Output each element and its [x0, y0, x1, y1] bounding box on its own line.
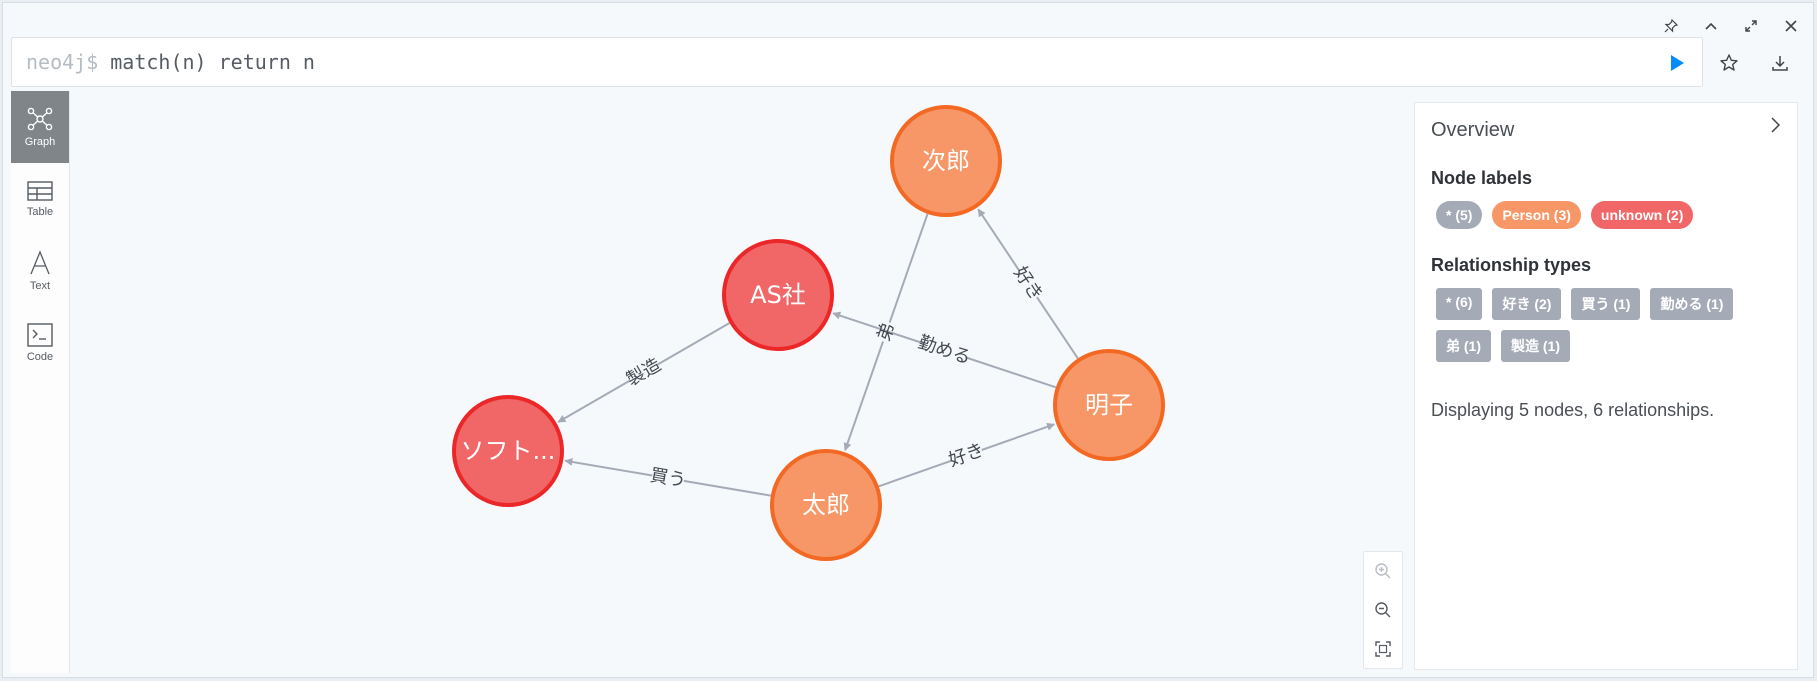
relationship-line[interactable]: [843, 341, 884, 451]
node-label-chips: * (5) Person (3) unknown (2): [1436, 201, 1781, 229]
tab-text[interactable]: Text: [11, 235, 69, 307]
tab-code-label: Code: [26, 351, 54, 363]
relationship-type-chip[interactable]: 買う (1): [1571, 288, 1641, 320]
graph-icon: [27, 107, 53, 131]
relationship-line[interactable]: [1036, 296, 1079, 359]
relationship-label: 好き: [946, 439, 987, 471]
zoom-in-icon[interactable]: [1368, 556, 1398, 586]
query-editor[interactable]: neo4j$ match(n) return n: [11, 37, 1703, 87]
pin-icon[interactable]: [1660, 15, 1682, 37]
relationship-line[interactable]: [965, 356, 1057, 389]
node-caption: 太郎: [802, 491, 850, 519]
download-icon[interactable]: [1766, 49, 1794, 77]
query-text[interactable]: match(n) return n: [110, 50, 315, 74]
node-labels-title: Node labels: [1431, 168, 1533, 188]
relationship-label: 弟: [873, 320, 899, 344]
text-icon: [30, 250, 50, 275]
relationship-line[interactable]: [564, 457, 653, 477]
graph-node[interactable]: ソフト...: [452, 395, 564, 507]
star-icon[interactable]: [1715, 49, 1743, 77]
tab-code[interactable]: Code: [11, 307, 69, 379]
relationship-line[interactable]: [832, 311, 924, 345]
close-icon[interactable]: [1780, 15, 1802, 37]
relationship-type-chip[interactable]: * (6): [1436, 288, 1483, 320]
relationship-label: 好き: [1009, 263, 1046, 305]
relationship-type-chip[interactable]: 製造 (1): [1501, 330, 1570, 362]
node-label-chip[interactable]: unknown (2): [1590, 201, 1694, 229]
view-sidebar: Graph Table Text Code: [11, 91, 70, 673]
node-caption: 次郎: [922, 147, 970, 175]
chevron-right-icon[interactable]: [1763, 113, 1787, 137]
tab-table-label: Table: [26, 206, 54, 218]
tab-graph[interactable]: Graph: [11, 91, 69, 163]
play-icon[interactable]: [1663, 49, 1691, 77]
relationship-label: 買う: [648, 465, 687, 492]
overview-title: Overview: [1431, 119, 1515, 141]
collapse-icon[interactable]: [1700, 15, 1722, 37]
relationship-types-title: Relationship types: [1431, 255, 1592, 275]
relationship-line[interactable]: [878, 459, 952, 488]
node-circle[interactable]: [890, 105, 1002, 217]
relationship-line[interactable]: [557, 379, 631, 423]
relationship-type-chips: * (6) 好き (2) 買う (1) 勤める (1) 弟 (1) 製造 (1): [1436, 288, 1736, 362]
node-caption: AS社: [750, 281, 806, 309]
relationship-label: 製造: [623, 354, 665, 390]
node-label-chip[interactable]: Person (3): [1492, 201, 1581, 229]
node-caption: ソフト...: [461, 437, 556, 465]
table-icon: [27, 181, 53, 201]
relationship-line[interactable]: [683, 479, 771, 497]
fullscreen-icon[interactable]: [1740, 15, 1762, 37]
graph-node[interactable]: 次郎: [890, 105, 1002, 217]
node-label-chip[interactable]: * (5): [1436, 201, 1483, 229]
zoom-out-icon[interactable]: [1368, 595, 1398, 625]
editor-prompt: neo4j$: [26, 50, 99, 74]
tab-text-label: Text: [29, 280, 51, 292]
relationship-type-chip[interactable]: 弟 (1): [1436, 330, 1491, 362]
relationship-label: 勤める: [916, 332, 974, 369]
node-circle[interactable]: [452, 395, 564, 507]
tab-table[interactable]: Table: [11, 163, 69, 235]
graph-node[interactable]: 太郎: [770, 449, 882, 561]
relationship-type-chip[interactable]: 勤める (1): [1650, 288, 1734, 320]
graph-node[interactable]: 明子: [1053, 349, 1165, 461]
relationship-type-chip[interactable]: 好き (2): [1492, 288, 1562, 320]
node-circle[interactable]: [722, 239, 834, 351]
graph-node[interactable]: AS社: [722, 239, 834, 351]
relationship-line[interactable]: [977, 208, 1020, 272]
relationship-line[interactable]: [981, 422, 1056, 451]
tab-graph-label: Graph: [24, 136, 56, 148]
relationship-line[interactable]: [657, 322, 731, 366]
summary-text: Displaying 5 nodes, 6 relationships.: [1431, 400, 1715, 420]
code-icon: [27, 323, 53, 347]
zoom-controls: [1363, 551, 1403, 669]
relationship-line[interactable]: [888, 213, 929, 323]
node-caption: 明子: [1085, 391, 1133, 419]
overview-panel: Overview Node labels * (5) Person (3) unkn…: [1414, 102, 1798, 670]
fit-icon[interactable]: [1368, 634, 1398, 664]
node-circle[interactable]: [770, 449, 882, 561]
node-circle[interactable]: [1053, 349, 1165, 461]
